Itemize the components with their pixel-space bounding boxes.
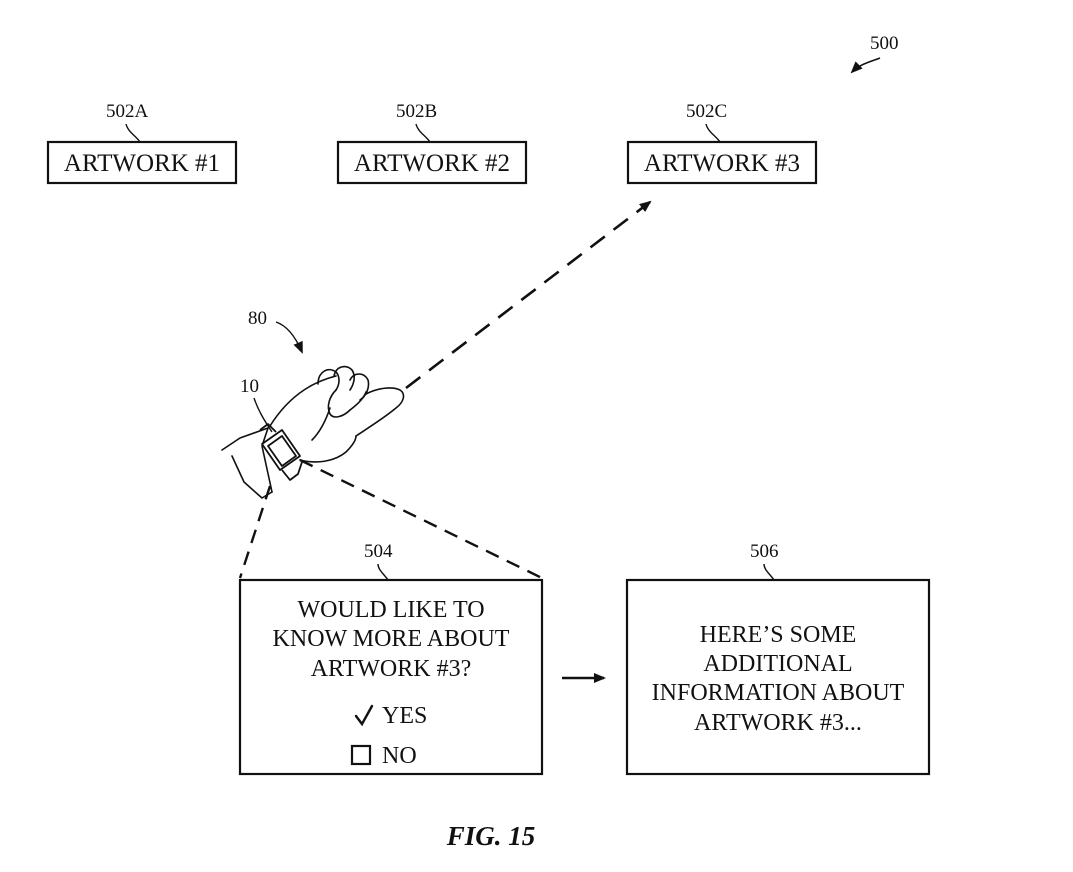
artwork-1-label: ARTWORK #1 <box>64 150 220 177</box>
system-ref-leader-arrow <box>850 57 881 74</box>
device-ref-label: 10 <box>240 376 259 397</box>
artwork-3-leader <box>705 123 721 143</box>
hand-icon <box>221 365 405 499</box>
info-506-ref: 506 <box>750 541 779 562</box>
artwork-2-label: ARTWORK #2 <box>354 150 510 177</box>
zoom-line-left <box>238 485 272 579</box>
artwork-2-group: 502B ARTWORK #2 <box>336 101 528 185</box>
info-line-2: ADDITIONAL <box>703 651 852 677</box>
system-reference-500: 500 <box>850 33 899 74</box>
no-option-label[interactable]: NO <box>382 743 417 769</box>
artwork-3-group: 502C ARTWORK #3 <box>626 101 818 185</box>
user-reference-80: 80 <box>248 308 303 354</box>
info-line-4: ARTWORK #3... <box>694 710 862 736</box>
dialog-504-group: 504 WOULD LIKE TO KNOW MORE ABOUT ARTWOR… <box>238 541 544 776</box>
user-ref-label: 80 <box>248 308 267 329</box>
device-reference-10: 10 <box>240 376 273 433</box>
info-line-1: HERE’S SOME <box>700 622 857 648</box>
artwork-1-ref: 502A <box>106 101 149 122</box>
dialog-504-box <box>238 578 544 776</box>
user-ref-leader-arrow <box>275 321 303 354</box>
artwork-1-leader <box>125 123 141 143</box>
dialog-question-line-2: KNOW MORE ABOUT <box>273 626 510 652</box>
dialog-question-line-3: ARTWORK #3? <box>311 656 472 682</box>
checkbox-icon[interactable] <box>350 744 372 766</box>
info-506-group: 506 HERE’S SOME ADDITIONAL INFORMATION A… <box>625 541 931 776</box>
no-option[interactable]: NO <box>350 743 417 769</box>
info-line-3: INFORMATION ABOUT <box>652 680 905 706</box>
artwork-3-box <box>626 140 818 185</box>
checkmark-icon[interactable] <box>354 704 374 727</box>
info-506-leader <box>763 563 775 581</box>
figure-caption: FIG. 15 <box>446 821 536 851</box>
artwork-3-ref: 502C <box>686 101 727 122</box>
device-ref-leader <box>253 397 273 433</box>
dialog-504-ref: 504 <box>364 541 393 562</box>
pointing-ray-dashed-arrow <box>405 200 652 390</box>
artwork-1-box <box>46 140 238 185</box>
zoom-line-right <box>299 458 543 580</box>
dialog-504-leader <box>377 563 389 581</box>
artwork-3-label: ARTWORK #3 <box>644 150 800 177</box>
info-506-box <box>625 578 931 776</box>
yes-option-label[interactable]: YES <box>382 703 427 729</box>
artwork-1-group: 502A ARTWORK #1 <box>46 101 238 185</box>
artwork-2-leader <box>415 123 431 143</box>
dialog-question-line-1: WOULD LIKE TO <box>297 597 484 623</box>
smartwatch-icon <box>259 423 303 481</box>
yes-option[interactable]: YES <box>354 703 427 729</box>
artwork-2-ref: 502B <box>396 101 437 122</box>
system-ref-label: 500 <box>870 33 899 54</box>
artwork-2-box <box>336 140 528 185</box>
